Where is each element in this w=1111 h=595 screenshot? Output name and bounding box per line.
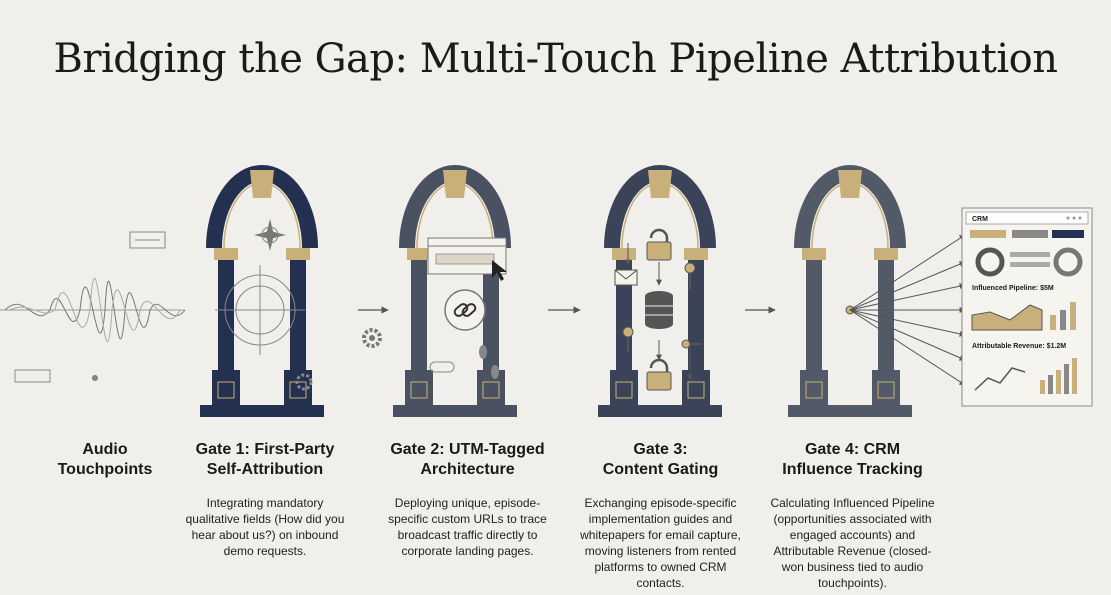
stage-gate-3: Gate 3: Content Gating Exchanging episod… — [578, 440, 743, 591]
dashboard-icon: CRM Influenced Pipeline: $5M Attributabl… — [961, 207, 1093, 407]
stage-description: Calculating Influenced Pipeline (opportu… — [770, 496, 935, 590]
gate-1-arch — [200, 170, 324, 417]
chain-link-icon — [444, 289, 486, 331]
stage-audio-touchpoints: Audio Touchpoints — [30, 440, 180, 480]
stage-description: Integrating mandatory qualitative fields… — [185, 496, 345, 558]
stage-heading: Gate 2: UTM-Tagged Architecture — [390, 441, 545, 478]
page-title: Bridging the Gap: Multi-Touch Pipeline A… — [53, 36, 1058, 82]
gear-icon — [295, 328, 382, 391]
cursor-icon — [492, 260, 507, 281]
stage-heading: Audio Touchpoints — [57, 441, 153, 478]
stage-gate-1: Gate 1: First-Party Self-Attribution Int… — [185, 440, 345, 559]
waveform-icon — [0, 231, 186, 383]
envelope-icon — [614, 269, 638, 286]
gate-4-arch — [788, 170, 912, 417]
stage-gate-2: Gate 2: UTM-Tagged Architecture Deployin… — [385, 440, 550, 559]
convergence-lines — [845, 234, 966, 386]
stage-description: Deploying unique, episode-specific custo… — [388, 496, 547, 558]
lock-icon — [646, 228, 672, 391]
attributable-revenue-label: Attributable Revenue: $1.2M — [972, 343, 1066, 350]
compass-icon — [254, 219, 286, 251]
footprints-icon — [429, 345, 499, 379]
key-icon — [622, 262, 702, 352]
content-arrows — [625, 243, 693, 381]
stage-description: Exchanging episode-specific implementati… — [580, 496, 741, 590]
crm-header: CRM — [972, 216, 988, 223]
influenced-pipeline-label: Influenced Pipeline: $5M — [972, 285, 1054, 292]
database-icon — [645, 291, 673, 329]
stage-heading: Gate 3: Content Gating — [602, 441, 719, 478]
browser-window-icon — [427, 237, 507, 275]
target-crosshair — [215, 265, 305, 355]
stage-heading: Gate 1: First-Party Self-Attribution — [195, 441, 335, 478]
stage-gate-4: Gate 4: CRM Influence Tracking Calculati… — [765, 440, 940, 591]
stage-heading: Gate 4: CRM Influence Tracking — [782, 441, 923, 478]
